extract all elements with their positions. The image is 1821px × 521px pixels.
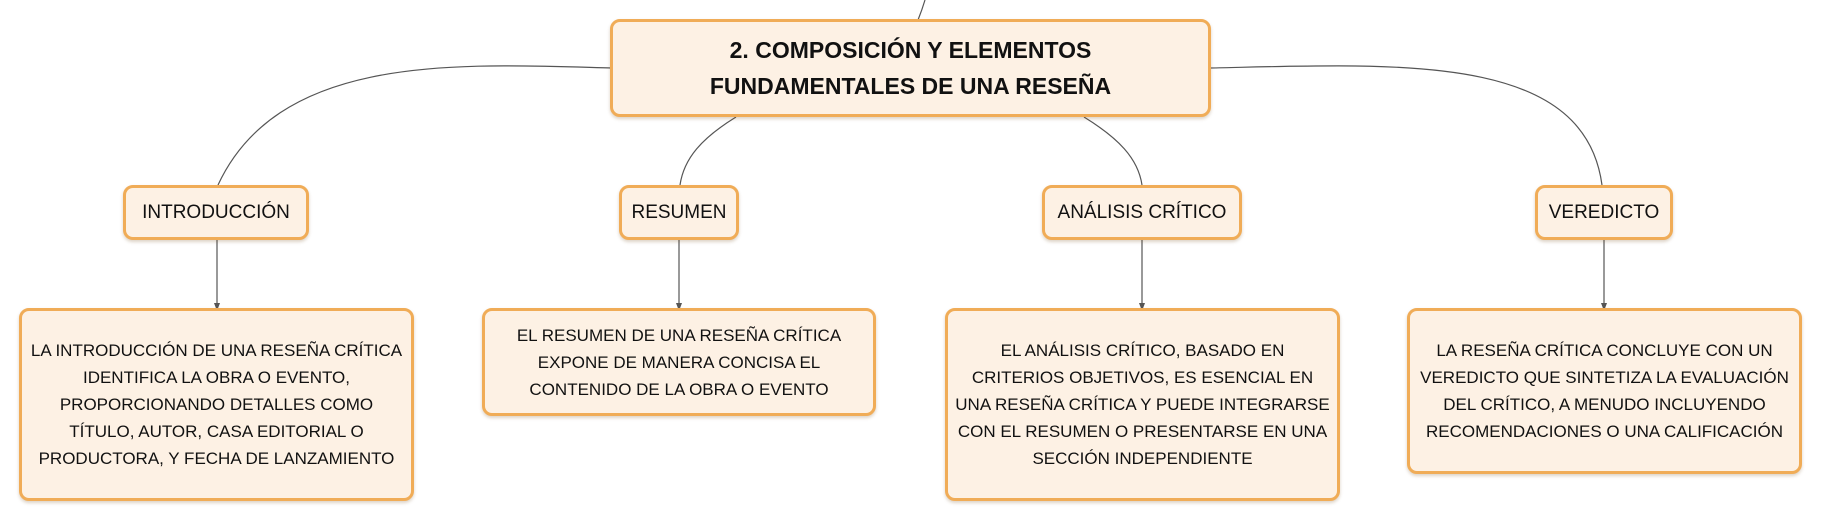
detail-veredicto[interactable]: LA RESEÑA CRÍTICA CONCLUYE CON UN VEREDI… — [1407, 308, 1802, 474]
topic-introduccion-label: INTRODUCCIÓN — [142, 201, 290, 223]
detail-introduccion[interactable]: LA INTRODUCCIÓN DE UNA RESEÑA CRÍTICA ID… — [19, 308, 414, 501]
topic-veredicto[interactable]: VEREDICTO — [1535, 185, 1673, 240]
detail-resumen[interactable]: EL RESUMEN DE UNA RESEÑA CRÍTICA EXPONE … — [482, 308, 876, 416]
parent-connector — [917, 0, 926, 21]
topic-resumen-label: RESUMEN — [631, 201, 727, 223]
root-node[interactable]: 2. COMPOSICIÓN Y ELEMENTOS FUNDAMENTALES… — [610, 19, 1211, 117]
detail-resumen-text: EL RESUMEN DE UNA RESEÑA CRÍTICA EXPONE … — [516, 325, 842, 399]
topic-introduccion[interactable]: INTRODUCCIÓN — [123, 185, 309, 240]
topic-analisis-critico-label: ANÁLISIS CRÍTICO — [1057, 201, 1227, 223]
topic-resumen[interactable]: RESUMEN — [619, 185, 739, 240]
detail-veredicto-text: LA RESEÑA CRÍTICA CONCLUYE CON UN VEREDI… — [1420, 341, 1789, 441]
detail-analisis-critico-text: EL ANÁLISIS CRÍTICO, BASADO EN CRITERIOS… — [955, 341, 1330, 468]
root-title: 2. COMPOSICIÓN Y ELEMENTOS FUNDAMENTALES… — [709, 37, 1112, 99]
connector-root-resumen — [679, 116, 737, 186]
connector-root-analisis — [1083, 116, 1143, 186]
topic-analisis-critico[interactable]: ANÁLISIS CRÍTICO — [1042, 185, 1242, 240]
connector-root-veredicto — [1209, 65, 1603, 186]
topic-veredicto-label: VEREDICTO — [1548, 201, 1660, 223]
connector-root-introduccion — [217, 65, 613, 186]
detail-analisis-critico[interactable]: EL ANÁLISIS CRÍTICO, BASADO EN CRITERIOS… — [945, 308, 1340, 501]
detail-introduccion-text: LA INTRODUCCIÓN DE UNA RESEÑA CRÍTICA ID… — [30, 341, 403, 468]
